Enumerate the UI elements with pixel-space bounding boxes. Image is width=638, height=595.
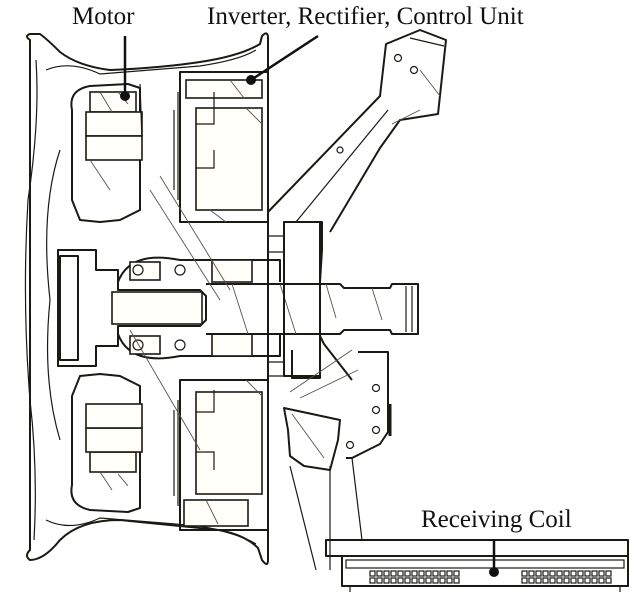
receiving-coil-label: Receiving Coil xyxy=(421,506,572,533)
coil-winding-cell xyxy=(439,577,446,584)
coil-winding-cell xyxy=(390,570,397,577)
coil-winding-cell xyxy=(577,570,584,577)
coil-winding-cell xyxy=(453,577,460,584)
coil-winding-cell xyxy=(605,570,612,577)
coil-winding-cell xyxy=(369,577,376,584)
coil-winding-cell xyxy=(432,577,439,584)
coil-winding-cell xyxy=(404,577,411,584)
coil-winding-cell xyxy=(418,577,425,584)
coil-winding-cell xyxy=(570,577,577,584)
leader-inverter xyxy=(246,34,319,85)
coil-winding-cell xyxy=(397,577,404,584)
coil-winding-cell xyxy=(542,570,549,577)
coil-winding-cell xyxy=(446,577,453,584)
coil-winding-cell xyxy=(563,570,570,577)
coil-winding-cell xyxy=(404,570,411,577)
coil-winding-cell xyxy=(542,577,549,584)
suspension-arm xyxy=(267,29,447,233)
coil-winding-cell xyxy=(549,577,556,584)
coil-winding-cell xyxy=(439,570,446,577)
lower-bracket xyxy=(283,349,392,571)
coil-winding-cell xyxy=(411,570,418,577)
motor-upper xyxy=(70,83,143,223)
knuckle xyxy=(268,221,353,381)
coil-winding-cell xyxy=(598,570,605,577)
inverter-upper xyxy=(173,71,269,223)
coil-winding-cell xyxy=(418,570,425,577)
coil-winding-cell xyxy=(425,577,432,584)
coil-winding-cell xyxy=(535,570,542,577)
coil-winding-cell xyxy=(383,577,390,584)
coil-winding-cell xyxy=(397,570,404,577)
coil-winding-cell xyxy=(411,577,418,584)
coil-winding-cell xyxy=(535,577,542,584)
coil-winding-cell xyxy=(528,570,535,577)
inverter-lower xyxy=(173,379,269,531)
coil-winding-cell xyxy=(521,577,528,584)
coil-windings xyxy=(369,570,612,584)
coil-winding-cell xyxy=(383,570,390,577)
coil-winding-cell xyxy=(598,577,605,584)
hub-and-shaft xyxy=(57,175,419,451)
coil-winding-cell xyxy=(570,570,577,577)
coil-winding-cell xyxy=(556,577,563,584)
coil-winding-cell xyxy=(376,570,383,577)
coil-winding-cell xyxy=(591,570,598,577)
coil-winding-cell xyxy=(376,577,383,584)
coil-winding-cell xyxy=(563,577,570,584)
coil-winding-cell xyxy=(521,570,528,577)
coil-winding-cell xyxy=(584,577,591,584)
inverter-rectifier-control-unit-label: Inverter, Rectifier, Control Unit xyxy=(207,3,524,30)
coil-winding-cell xyxy=(425,570,432,577)
coil-winding-cell xyxy=(584,570,591,577)
motor-label: Motor xyxy=(72,3,135,30)
coil-winding-cell xyxy=(528,577,535,584)
coil-winding-cell xyxy=(591,577,598,584)
coil-winding-cell xyxy=(446,570,453,577)
coil-winding-cell xyxy=(577,577,584,584)
coil-winding-cell xyxy=(556,570,563,577)
coil-winding-cell xyxy=(453,570,460,577)
coil-winding-cell xyxy=(369,570,376,577)
leader-receiving-coil xyxy=(489,540,499,577)
motor-lower xyxy=(70,373,143,513)
coil-winding-cell xyxy=(605,577,612,584)
coil-winding-cell xyxy=(390,577,397,584)
leader-motor xyxy=(120,36,130,101)
coil-winding-cell xyxy=(432,570,439,577)
receiving-coil xyxy=(325,539,629,592)
wheel-rim xyxy=(24,32,269,565)
coil-winding-cell xyxy=(549,570,556,577)
